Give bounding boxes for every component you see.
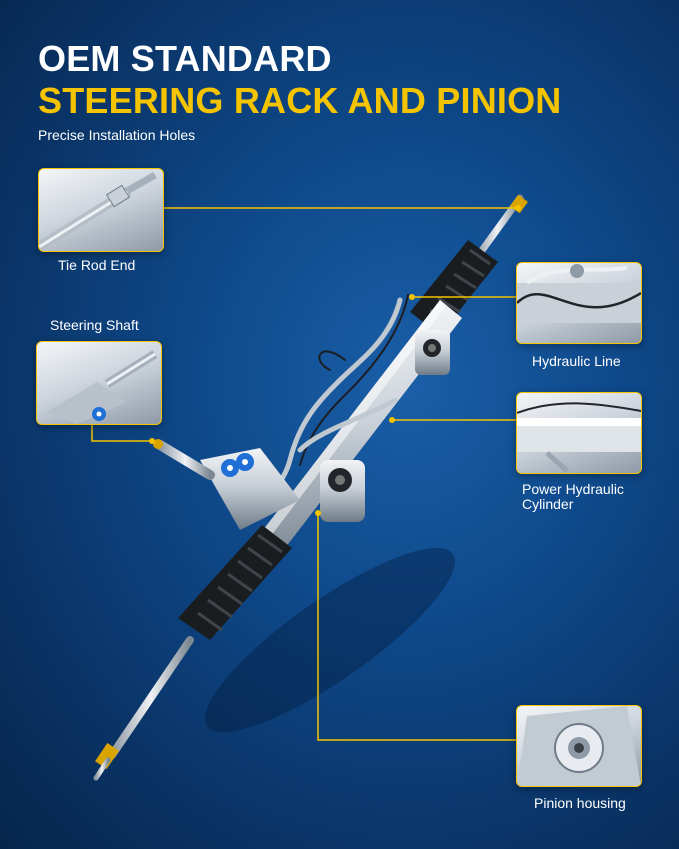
hydraulic-line-label: Hydraulic Line — [532, 353, 621, 369]
power-hydraulic-cylinder-label: Power Hydraulic Cylinder — [522, 482, 624, 512]
subtitle: Precise Installation Holes — [38, 127, 196, 143]
lower-boot — [178, 525, 292, 640]
power-hydraulic-cylinder-label-line-2: Cylinder — [522, 496, 574, 512]
power-hydraulic-cylinder-image — [517, 402, 641, 473]
steering-shaft-thumbnail — [36, 341, 162, 425]
upper-tie-rod — [471, 194, 528, 264]
pinion-housing-thumbnail — [516, 705, 642, 787]
mount-bushing-upper — [415, 330, 450, 375]
hydraulic-line-thumbnail — [516, 262, 642, 344]
power-hydraulic-cylinder-label-line-1: Power Hydraulic — [522, 481, 624, 497]
pinion-housing-label: Pinion housing — [534, 795, 626, 811]
steering-shaft-image — [47, 350, 158, 424]
lower-tie-rod — [93, 636, 194, 781]
steering-shaft — [153, 439, 215, 480]
callout-dots — [149, 205, 521, 516]
tie-rod-end-label: Tie Rod End — [58, 257, 136, 273]
power-hydraulic-cylinder-thumbnail — [516, 392, 642, 474]
hydraulic-line-image — [517, 264, 641, 323]
title-line-1: OEM STANDARD — [38, 38, 332, 79]
pinion-housing-image — [517, 706, 641, 786]
steering-shaft-label: Steering Shaft — [50, 317, 139, 333]
callout-lines — [91, 207, 518, 741]
tie-rod-end-thumbnail — [38, 168, 164, 252]
tie-rod-end-image — [39, 171, 157, 251]
title-line-2: STEERING RACK AND PINION — [38, 80, 562, 121]
mount-bushing-lower — [320, 460, 365, 522]
pinion-valve-body — [200, 448, 300, 530]
